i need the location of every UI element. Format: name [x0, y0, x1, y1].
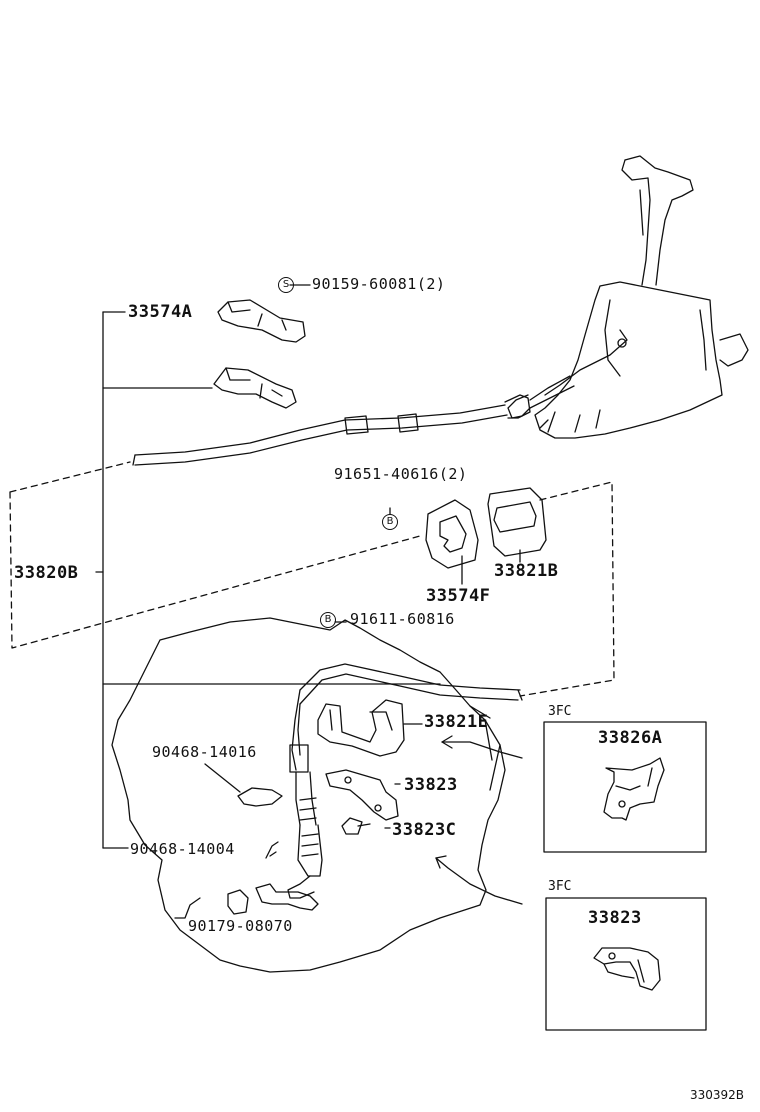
label-33574F: 33574F — [426, 586, 491, 606]
plug-90179 — [227, 883, 319, 915]
s-marker-symbol: S — [278, 277, 294, 293]
lower-cable — [291, 663, 523, 771]
seal-33821B — [487, 487, 547, 557]
bracket-33823 — [325, 769, 399, 821]
footer-code: 330392B — [690, 1088, 745, 1102]
label-90468-14016: 90468-14016 — [152, 743, 257, 761]
inset1-part-label: 33826A — [598, 728, 663, 748]
label-33821E: 33821E — [424, 712, 489, 732]
cable-end-detail — [287, 744, 323, 899]
b-marker-symbol-2: B — [320, 612, 336, 628]
arrow-to-33821E — [441, 741, 523, 759]
shift-lever-assembly — [507, 155, 749, 439]
upper-cable — [132, 375, 575, 466]
label-91651-40616: 91651-40616(2) — [334, 465, 468, 483]
inset-part-33826A — [603, 757, 665, 821]
label-33821B: 33821B — [494, 561, 559, 581]
clip-33574A — [217, 299, 306, 343]
gasket-33574F — [425, 499, 479, 569]
grommet-piece — [213, 367, 297, 409]
dashed-region — [9, 461, 615, 697]
label-33574A: 33574A — [128, 302, 193, 322]
label-90468-14004: 90468-14004 — [130, 840, 235, 858]
label-33820B: 33820B — [14, 563, 79, 583]
transmission-outline — [111, 617, 506, 973]
label-90159-60081: 90159-60081(2) — [312, 275, 446, 293]
inset-box-2 — [545, 897, 707, 1031]
label-33823C: 33823C — [392, 820, 457, 840]
clip-90468-14004 — [265, 841, 279, 859]
b-marker-symbol-1: B — [382, 514, 398, 530]
inset2-tag: 3FC — [548, 879, 572, 894]
arrow-to-33823 — [435, 857, 523, 905]
inset1-tag: 3FC — [548, 704, 572, 719]
label-90179-08070: 90179-08070 — [188, 917, 293, 935]
label-91611-60816: 91611-60816 — [350, 610, 455, 628]
label-33823: 33823 — [404, 775, 458, 795]
clip-90468-14016 — [237, 787, 283, 807]
bolt-33823C — [341, 817, 371, 835]
inset2-part-label: 33823 — [588, 908, 642, 928]
inset-box-1 — [543, 721, 707, 853]
leader-90468-14016 — [204, 763, 241, 793]
bracket-33821E — [317, 699, 405, 757]
inset-part-33823 — [593, 947, 661, 991]
